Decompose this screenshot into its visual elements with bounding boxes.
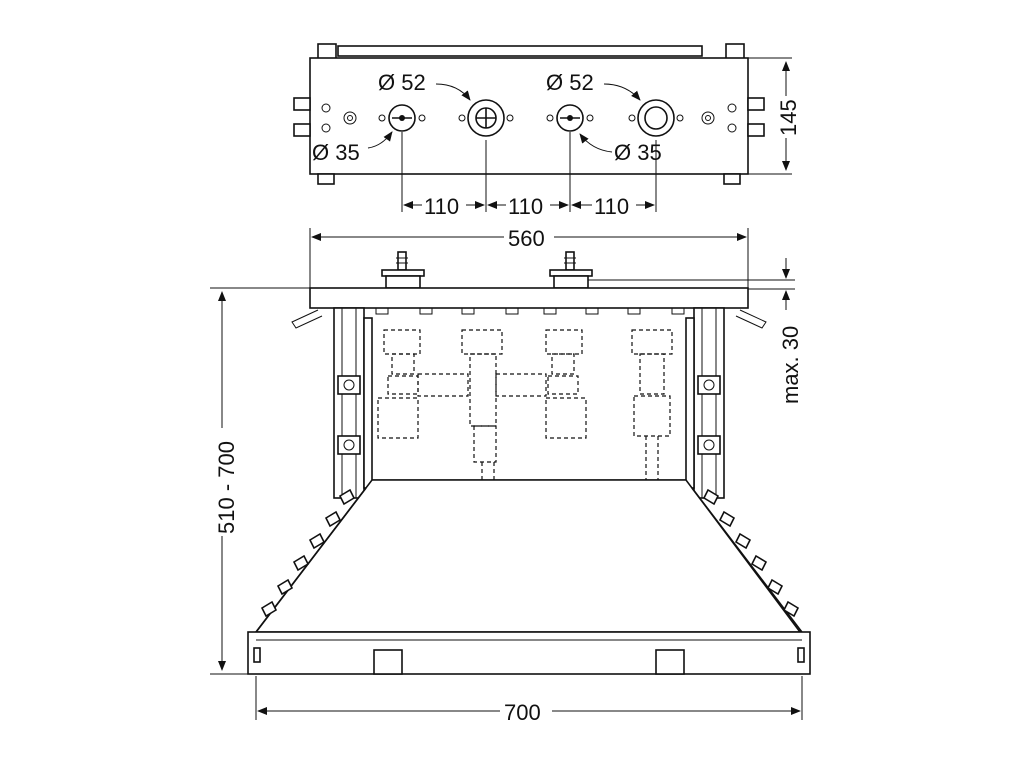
left-foot	[317, 173, 335, 185]
dia-label-upper-left: Ø 52	[378, 70, 426, 95]
front-view	[210, 228, 811, 720]
width-bottom-label: 700	[504, 700, 541, 725]
front-top-plate	[309, 287, 749, 309]
max-offset-label: max. 30	[778, 326, 803, 404]
spindle-right	[549, 251, 593, 289]
height-label: 145	[776, 99, 801, 136]
right-column	[685, 307, 725, 499]
spacing-label-1: 110	[424, 194, 459, 219]
dia-label-upper-right: Ø 52	[546, 70, 594, 95]
left-tab-bottom	[293, 123, 311, 137]
spacing-label-2: 110	[508, 194, 543, 219]
dia-label-lower-left: Ø 35	[312, 140, 360, 165]
right-tab-top	[747, 97, 765, 111]
right-foot	[723, 173, 741, 185]
valve-left-icon	[378, 104, 426, 132]
spacing-label-3: 110	[594, 194, 629, 219]
screw-hole	[727, 123, 737, 133]
screw-hole	[343, 111, 357, 125]
screw-hole	[347, 115, 353, 121]
screw-hole	[321, 123, 331, 133]
mounting-frame	[247, 479, 811, 675]
screw-hole	[701, 111, 715, 125]
left-tab-top	[293, 97, 311, 111]
screw-hole	[727, 103, 737, 113]
depth-range-label: 510 - 700	[214, 441, 239, 534]
right-tab-bottom	[747, 123, 765, 137]
valve-center-icon	[458, 99, 514, 137]
spindle-left	[381, 251, 425, 289]
left-column	[333, 307, 373, 499]
screw-hole	[705, 115, 711, 121]
width-top-label: 560	[508, 226, 545, 251]
dia-label-lower-right: Ø 35	[614, 140, 662, 165]
outlet-right-icon	[628, 99, 684, 137]
valve-right-icon	[546, 104, 594, 132]
screw-hole	[321, 103, 331, 113]
top-rail	[337, 45, 703, 57]
